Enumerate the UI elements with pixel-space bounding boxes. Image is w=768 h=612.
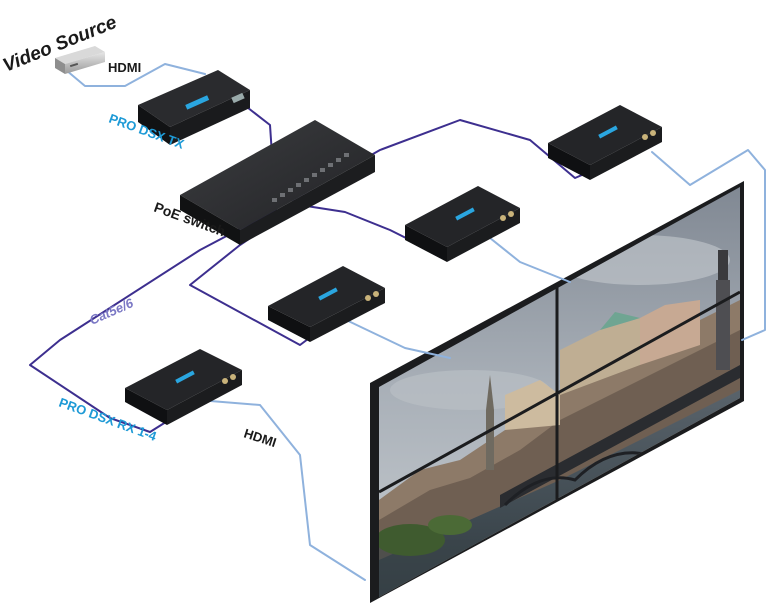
tx-device	[138, 70, 250, 145]
cat-cable-switch-to-rx1	[29, 209, 277, 433]
hdmi-cable-rx3-to-wall	[479, 229, 571, 283]
hdmi-cable-rx1-to-wall	[197, 399, 366, 581]
rx-device-4	[548, 105, 662, 180]
cable-type-label: Cat5e/6	[87, 295, 136, 328]
hdmi-label-bottom: HDMI	[242, 426, 278, 451]
hdmi-cable-rx4-to-wall	[651, 149, 766, 341]
hdmi-cable-rx2-to-wall	[341, 317, 451, 359]
poe-switch-device	[180, 120, 375, 245]
video-source-device	[55, 46, 105, 74]
rx-device-1	[125, 349, 242, 425]
rx-device-3	[405, 186, 520, 262]
video-wall-bezel-horizontal	[378, 290, 741, 494]
hdmi-label-top: HDMI	[108, 60, 141, 75]
hdmi-cable-source-to-tx	[59, 63, 206, 87]
rx-device-2	[268, 266, 385, 342]
